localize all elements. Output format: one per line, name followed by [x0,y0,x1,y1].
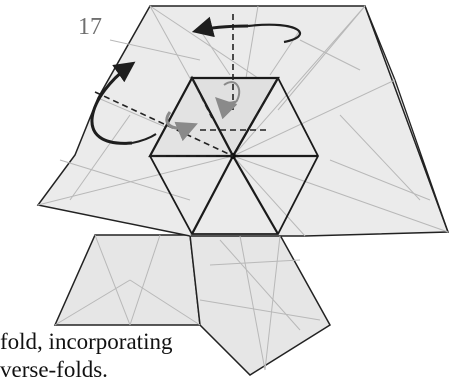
caption-line-1: fold, incorporating [0,330,172,353]
step-number: 17 [78,14,102,41]
caption-line-2: verse-folds. [0,358,108,381]
lower-paper-layer [55,235,330,375]
